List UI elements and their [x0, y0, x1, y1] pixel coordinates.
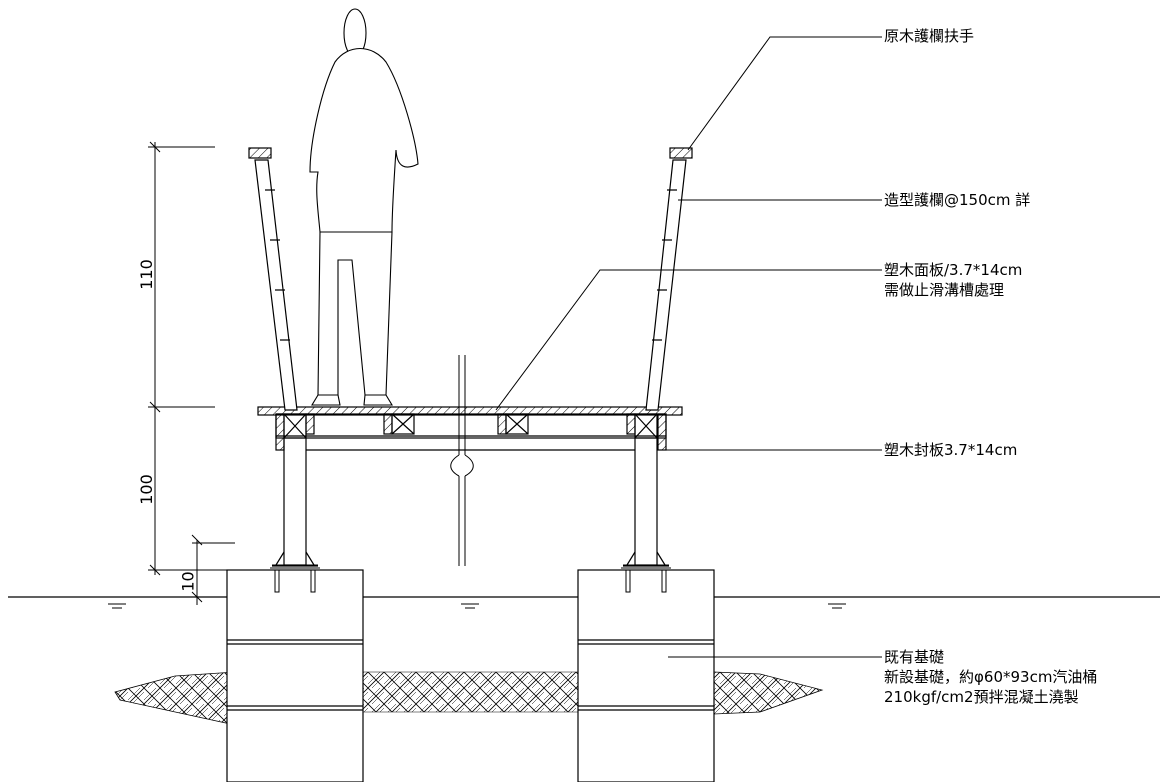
- foundation-label-line1: 既有基礎: [884, 648, 945, 666]
- leader-lines: [495, 36, 882, 658]
- water-level-symbol: [108, 603, 846, 609]
- foundation-label-line2: 新設基礎，約φ60*93cm汽油桶: [884, 668, 1098, 686]
- deck-height-dimension: 100: [136, 474, 156, 505]
- railing-height-dimension: 110: [136, 259, 156, 290]
- soil-hatch: [114, 671, 236, 726]
- left-oil-drum-footing: [226, 569, 364, 782]
- guardrail-label: 造型護欄@150cm 詳: [884, 191, 1031, 209]
- break-line: [450, 355, 474, 566]
- right-railing: [645, 147, 693, 411]
- deck-board: [257, 406, 683, 416]
- foundation-label-line3: 210kgf/cm2預拌混凝土澆製: [884, 688, 1079, 706]
- deck-frame: [275, 413, 667, 451]
- soil-hatch: [713, 671, 824, 715]
- right-post: [623, 436, 669, 567]
- right-oil-drum-footing: [577, 569, 715, 782]
- deck-board-label-line1: 塑木面板/3.7*14cm: [884, 261, 1023, 279]
- deck-board-label-line2: 需做止滑溝槽處理: [884, 281, 1005, 299]
- soil-hatch: [362, 672, 578, 712]
- left-railing: [248, 147, 298, 411]
- fascia-board-label: 塑木封板3.7*14cm: [884, 441, 1018, 459]
- person-figure: [309, 8, 419, 406]
- left-post: [272, 436, 318, 567]
- base-height-dimension: 10: [178, 571, 198, 592]
- dimension-lines: [148, 141, 235, 605]
- handrail-label: 原木護欄扶手: [884, 27, 975, 45]
